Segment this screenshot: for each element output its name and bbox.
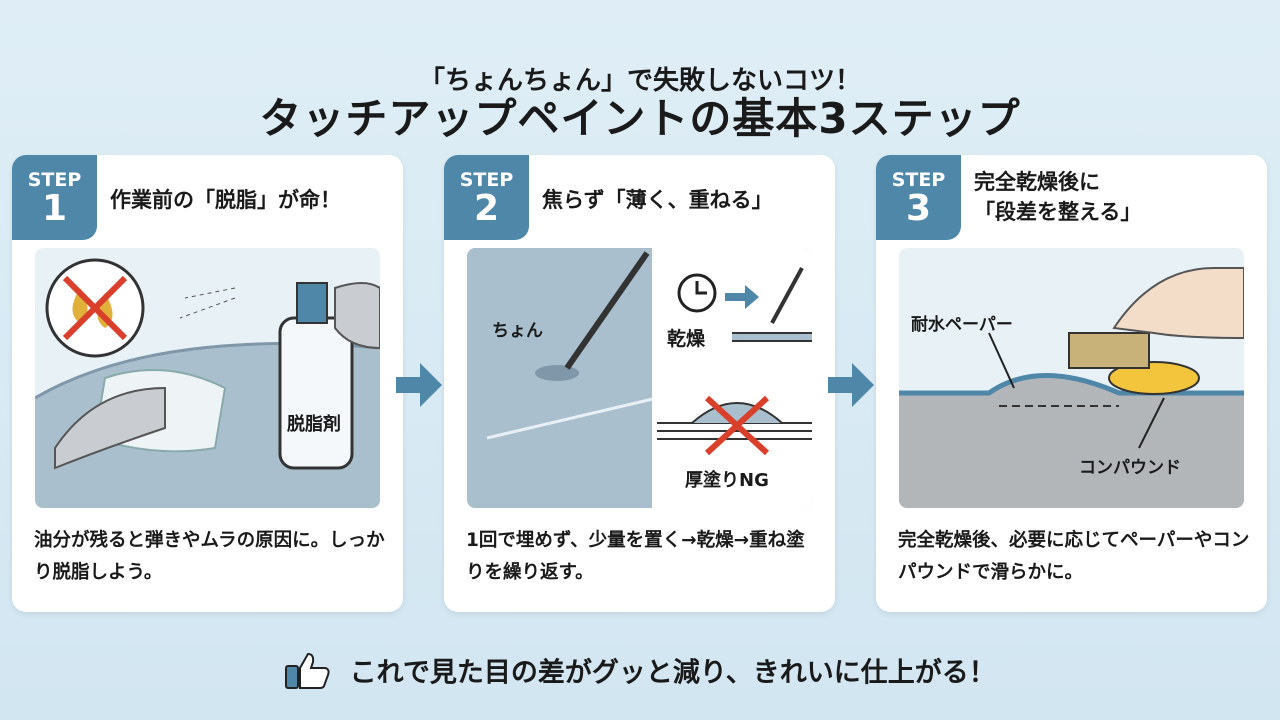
arrow-right-icon xyxy=(828,363,874,407)
sanding-block-icon xyxy=(899,267,1244,508)
bottle-label: 脱脂剤 xyxy=(287,414,341,435)
step-description: 完全乾燥後、必要に応じてペーパーやコンパウンドで滑らかに。 xyxy=(898,530,1250,583)
step-description: 油分が残ると弾きやムラの原因に。しっかり脱脂しよう。 xyxy=(34,530,385,583)
step-heading: 作業前の「脱脂」が命！ xyxy=(110,188,341,212)
compound-label: コンパウンド xyxy=(1079,458,1181,478)
degrease-illustration: 脱脂剤 xyxy=(35,248,380,508)
thumbs-up-icon xyxy=(285,652,330,689)
subtitle: 「ちょんちょん」で失敗しないコツ！ xyxy=(418,66,861,96)
step-label: STEP xyxy=(27,169,82,191)
step-heading: 焦らず「薄く、重ねる」 xyxy=(542,188,773,212)
paper-label: 耐水ペーパー xyxy=(911,315,1013,335)
step-label: STEP xyxy=(459,169,514,191)
ng-label: 厚塗りNG xyxy=(685,470,769,491)
brush-dab-icon xyxy=(486,248,812,508)
footer-message: これで見た目の差がグッと減り、きれいに仕上がる！ xyxy=(0,650,1280,690)
page-title: タッチアップペイントの基本3ステップ xyxy=(259,94,1021,143)
step-heading: 完全乾燥後に「段差を整える」 xyxy=(974,167,1259,227)
sanding-illustration: 耐水ペーパー コンパウンド xyxy=(899,248,1244,508)
step-number: 2 xyxy=(473,188,500,229)
heading-line: 「段差を整える」 xyxy=(974,200,1142,224)
step-label: STEP xyxy=(891,169,946,191)
layering-illustration: ちょん 乾燥 厚塗りNG xyxy=(467,248,812,508)
step-number: 1 xyxy=(41,188,68,229)
footer-text: これで見た目の差がグッと減り、きれいに仕上がる！ xyxy=(349,657,996,689)
step-number: 3 xyxy=(905,188,932,229)
arrow-right-icon xyxy=(396,363,442,407)
car-wipe-icon xyxy=(35,258,380,508)
heading-line: 完全乾燥後に xyxy=(974,170,1100,194)
step-description: 1回で埋めず、少量を置く→乾燥→重ね塗りを繰り返す。 xyxy=(466,530,805,583)
dab-label: ちょん xyxy=(492,321,543,341)
dry-label: 乾燥 xyxy=(667,328,706,350)
